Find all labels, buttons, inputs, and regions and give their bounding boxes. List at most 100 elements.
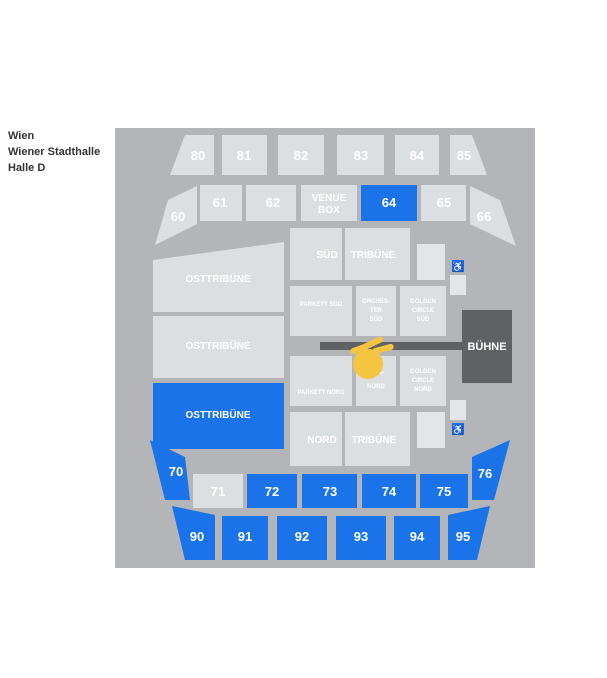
section-osttribuene-2-label: OSTTRIBÜNE	[186, 339, 251, 352]
section-orchester-sued-label-l3: SÜD	[370, 316, 383, 323]
section-70[interactable]	[150, 440, 190, 500]
section-venue-box-label-line1: VENUE	[312, 193, 347, 204]
wheelchair-icon	[452, 423, 464, 435]
section-65-label: 65	[437, 195, 451, 210]
section-74[interactable]	[362, 474, 416, 508]
section-orchester-nord-label-l2: NORD	[367, 384, 385, 390]
section-94-label: 94	[410, 529, 425, 544]
section-osttribuene-3-label: OSTTRIBÜNE	[186, 408, 251, 421]
section-61-label: 61	[213, 195, 227, 210]
section-82-label: 82	[294, 148, 308, 163]
section-parkett-nord	[290, 356, 352, 406]
section-sued	[290, 228, 342, 280]
section-venue-box-label-line2: BOX	[318, 205, 340, 216]
section-65	[421, 185, 466, 221]
section-golden-circle-sued-label-l3: SÜD	[417, 316, 430, 323]
section-golden-circle-sued-upper	[417, 244, 445, 280]
section-94[interactable]	[394, 516, 440, 560]
accessible-area-sued	[450, 275, 466, 295]
section-golden-circle-sued	[400, 286, 446, 336]
section-85-label: 85	[457, 148, 471, 163]
section-92-label: 92	[295, 529, 309, 544]
section-81	[222, 135, 267, 175]
section-75[interactable]	[420, 474, 468, 508]
section-golden-circle-sued-label-l2: CIRCLE	[412, 308, 434, 314]
section-66	[470, 186, 516, 246]
section-orchester-sued-label-l2: TER	[370, 308, 383, 314]
section-golden-circle-nord-label-l1: GOLDEN	[410, 369, 436, 375]
section-95[interactable]	[448, 506, 490, 560]
section-64[interactable]	[361, 185, 417, 221]
section-83-label: 83	[354, 148, 368, 163]
section-osttribuene-3[interactable]	[153, 383, 284, 449]
hand-cursor-icon	[350, 336, 394, 379]
section-71	[193, 474, 243, 508]
section-61	[200, 185, 242, 221]
section-91-label: 91	[238, 529, 252, 544]
section-tribuene-sued	[345, 228, 410, 280]
section-sued-label: SÜD	[316, 248, 337, 261]
section-93[interactable]	[336, 516, 386, 560]
section-84-label: 84	[410, 148, 425, 163]
section-parkett-sued-label: PARKETT SÜD	[300, 301, 343, 308]
section-90[interactable]	[172, 506, 215, 560]
section-80-label: 80	[191, 148, 205, 163]
section-62-label: 62	[266, 195, 280, 210]
section-orchester-sued	[356, 286, 396, 336]
section-64-label: 64	[382, 195, 397, 210]
stage-label: BÜHNE	[467, 340, 506, 353]
section-parkett-nord-label: PARKETT NORD	[297, 390, 345, 396]
section-nord	[290, 412, 342, 466]
section-95-label: 95	[456, 529, 470, 544]
section-76[interactable]	[472, 440, 510, 500]
section-85	[450, 135, 487, 175]
venue-city: Wien	[8, 130, 35, 142]
wheelchair-icon-glyph: ♿	[452, 423, 464, 436]
venue-name: Wiener Stadthalle	[8, 146, 101, 158]
section-osttribuene-1	[153, 242, 284, 312]
accessible-area-nord	[450, 400, 466, 420]
section-84	[395, 135, 439, 175]
section-93-label: 93	[354, 529, 368, 544]
section-75-label: 75	[437, 484, 451, 499]
section-83	[337, 135, 384, 175]
section-tribuene-nord-label: TRIBÜNE	[352, 433, 397, 446]
section-tribuene-nord	[345, 412, 410, 466]
section-60	[155, 186, 197, 245]
section-66-label: 66	[477, 209, 491, 224]
section-parkett-sued	[290, 286, 352, 336]
section-orchester-sued-label-l1: ORCHES-	[362, 299, 390, 305]
section-73-label: 73	[323, 484, 337, 499]
venue-info: Wien Wiener Stadthalle Halle D	[8, 128, 100, 176]
section-nord-label: NORD	[307, 435, 336, 446]
section-60-label: 60	[171, 209, 185, 224]
section-72-label: 72	[265, 484, 279, 499]
section-osttribuene-1-label: OSTTRIBÜNE	[186, 272, 251, 285]
section-golden-circle-sued-label-l1: GOLDEN	[410, 299, 436, 305]
stage	[462, 310, 512, 383]
section-70-label: 70	[169, 464, 183, 479]
section-tribuene-sued-label: TRIBÜNE	[351, 248, 396, 261]
wheelchair-icon-glyph: ♿	[452, 260, 464, 273]
section-82	[278, 135, 324, 175]
section-62	[246, 185, 296, 221]
venue-hall: Halle D	[8, 162, 46, 174]
section-76-label: 76	[478, 466, 492, 481]
section-golden-circle-nord-lower	[417, 412, 445, 448]
section-74-label: 74	[382, 484, 397, 499]
section-golden-circle-nord-label-l2: CIRCLE	[412, 378, 434, 384]
section-golden-circle-nord-label-l3: NORD	[414, 387, 432, 393]
section-73[interactable]	[302, 474, 357, 508]
section-venue-box	[301, 185, 357, 221]
section-90-label: 90	[190, 529, 204, 544]
wheelchair-icon	[452, 260, 464, 272]
section-91[interactable]	[222, 516, 268, 560]
section-osttribuene-2	[153, 316, 284, 378]
section-80	[170, 135, 214, 175]
section-71-label: 71	[211, 484, 225, 499]
section-81-label: 81	[237, 148, 251, 163]
section-golden-circle-nord	[400, 356, 446, 406]
section-92[interactable]	[277, 516, 327, 560]
section-72[interactable]	[247, 474, 297, 508]
